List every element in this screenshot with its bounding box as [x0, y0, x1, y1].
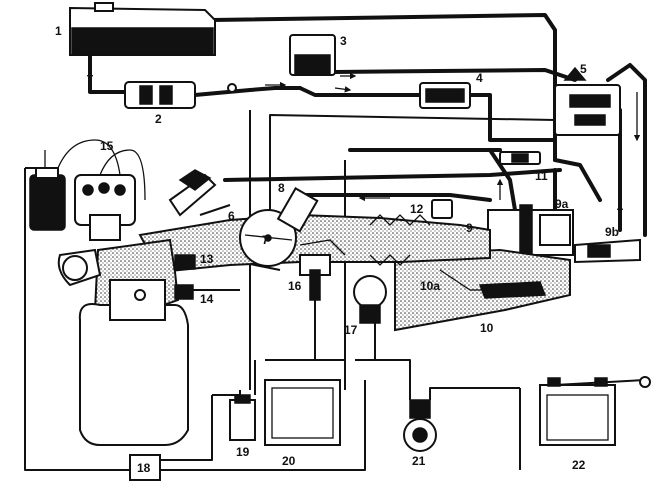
label-13: 13: [200, 252, 214, 266]
control-relay: [129, 454, 161, 481]
label-7: 7: [262, 233, 269, 247]
label-20: 20: [282, 454, 296, 468]
battery: [539, 376, 651, 446]
label-12: 12: [410, 202, 424, 216]
label-6: 6: [228, 209, 235, 223]
label-15: 15: [100, 139, 114, 153]
fuel-tank: [69, 2, 216, 56]
label-1: 1: [55, 24, 62, 38]
electronic-control-unit-connector: [229, 394, 256, 441]
label-8: 8: [278, 181, 285, 195]
label-11: 11: [535, 169, 548, 183]
ignition-coil: [29, 167, 66, 231]
fuel-pump: [124, 81, 237, 109]
engine-block: [57, 238, 189, 446]
label-9a: 9a: [555, 197, 569, 211]
label-10: 10: [480, 321, 494, 335]
label-9b: 9b: [605, 225, 619, 239]
label-14: 14: [200, 292, 214, 306]
label-21: 21: [412, 454, 426, 468]
label-22: 22: [572, 458, 586, 472]
air-valve-sensor: [299, 254, 331, 301]
flow-arrow: [334, 86, 352, 93]
air-intake-duct: [394, 248, 571, 332]
label-18: 18: [137, 461, 151, 475]
label-4: 4: [476, 71, 483, 85]
label-10a: 10a: [420, 279, 440, 293]
temperature-sender: [174, 284, 194, 300]
label-9: 9: [466, 221, 473, 235]
temperature-sensor: [431, 199, 453, 219]
label-16: 16: [288, 279, 302, 293]
thermo-time-switch: [174, 254, 196, 270]
air-flow-sensor: [487, 204, 641, 264]
throttle-valve: [239, 209, 297, 267]
throttle-valve-switch: [353, 275, 387, 324]
fuel-distributor: [554, 66, 621, 136]
cold-start-injector: [499, 151, 541, 165]
electronic-control-unit: [264, 379, 341, 446]
label-19: 19: [236, 445, 250, 459]
ignition-distributor: [44, 139, 146, 241]
fuel-accumulator: [289, 34, 336, 76]
label-2: 2: [155, 112, 162, 126]
label-3: 3: [340, 34, 347, 48]
injection-valve: [168, 169, 231, 217]
label-17: 17: [344, 323, 358, 337]
callout-labels: 1 2 3 4 5 6 7 8 9 9a 9b 10 10a 11 12 13 …: [55, 24, 619, 475]
auxiliary-air-valve: [276, 187, 319, 233]
ignition-switch: [403, 399, 437, 452]
fuel-filter: [419, 82, 471, 109]
label-5: 5: [580, 62, 587, 76]
